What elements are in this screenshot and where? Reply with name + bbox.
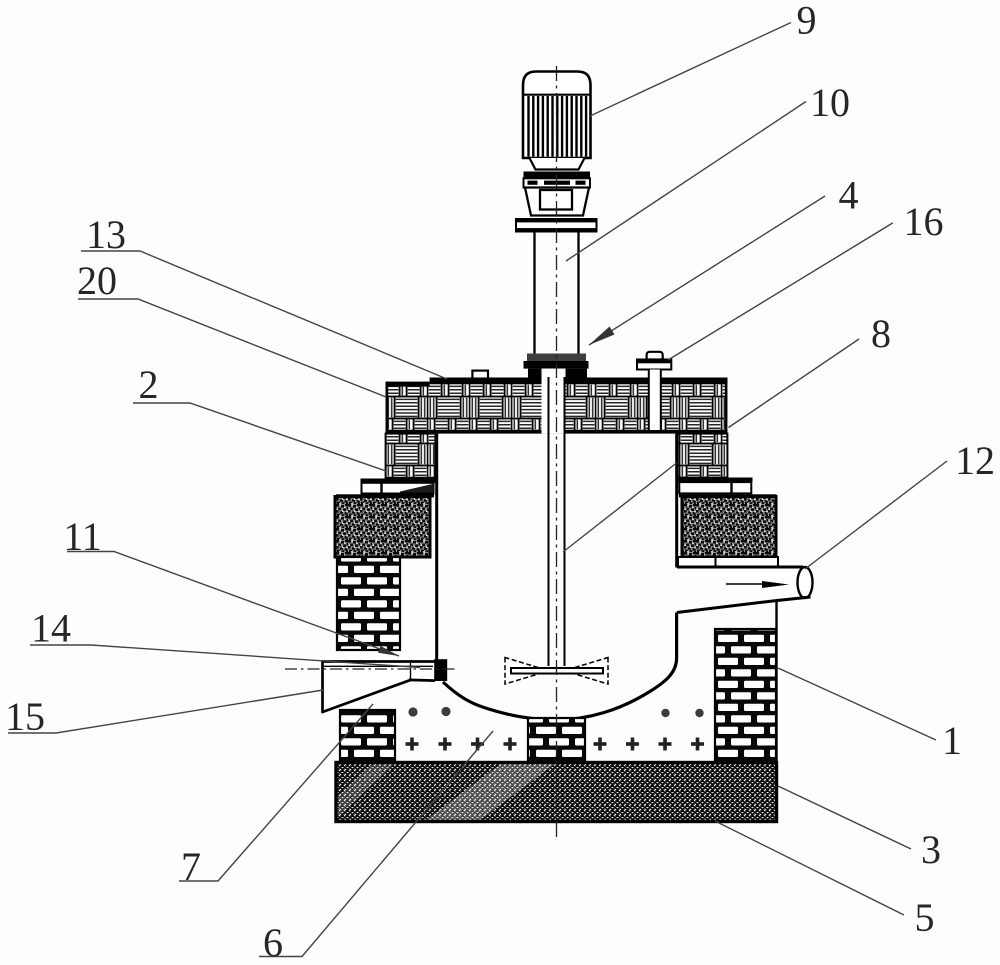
svg-text:8: 8 <box>871 311 891 356</box>
svg-text:11: 11 <box>63 514 102 559</box>
svg-text:6: 6 <box>263 920 283 965</box>
svg-text:7: 7 <box>181 844 201 889</box>
svg-text:4: 4 <box>839 173 859 218</box>
svg-text:16: 16 <box>904 199 944 244</box>
svg-text:13: 13 <box>86 212 126 257</box>
svg-text:5: 5 <box>915 895 935 940</box>
svg-text:2: 2 <box>139 362 159 407</box>
svg-text:20: 20 <box>77 258 117 303</box>
svg-text:15: 15 <box>5 694 45 739</box>
svg-text:9: 9 <box>797 0 817 43</box>
svg-text:1: 1 <box>942 718 962 763</box>
svg-text:12: 12 <box>955 438 995 483</box>
svg-text:10: 10 <box>810 80 850 125</box>
svg-text:14: 14 <box>31 606 71 651</box>
svg-text:3: 3 <box>921 827 941 872</box>
